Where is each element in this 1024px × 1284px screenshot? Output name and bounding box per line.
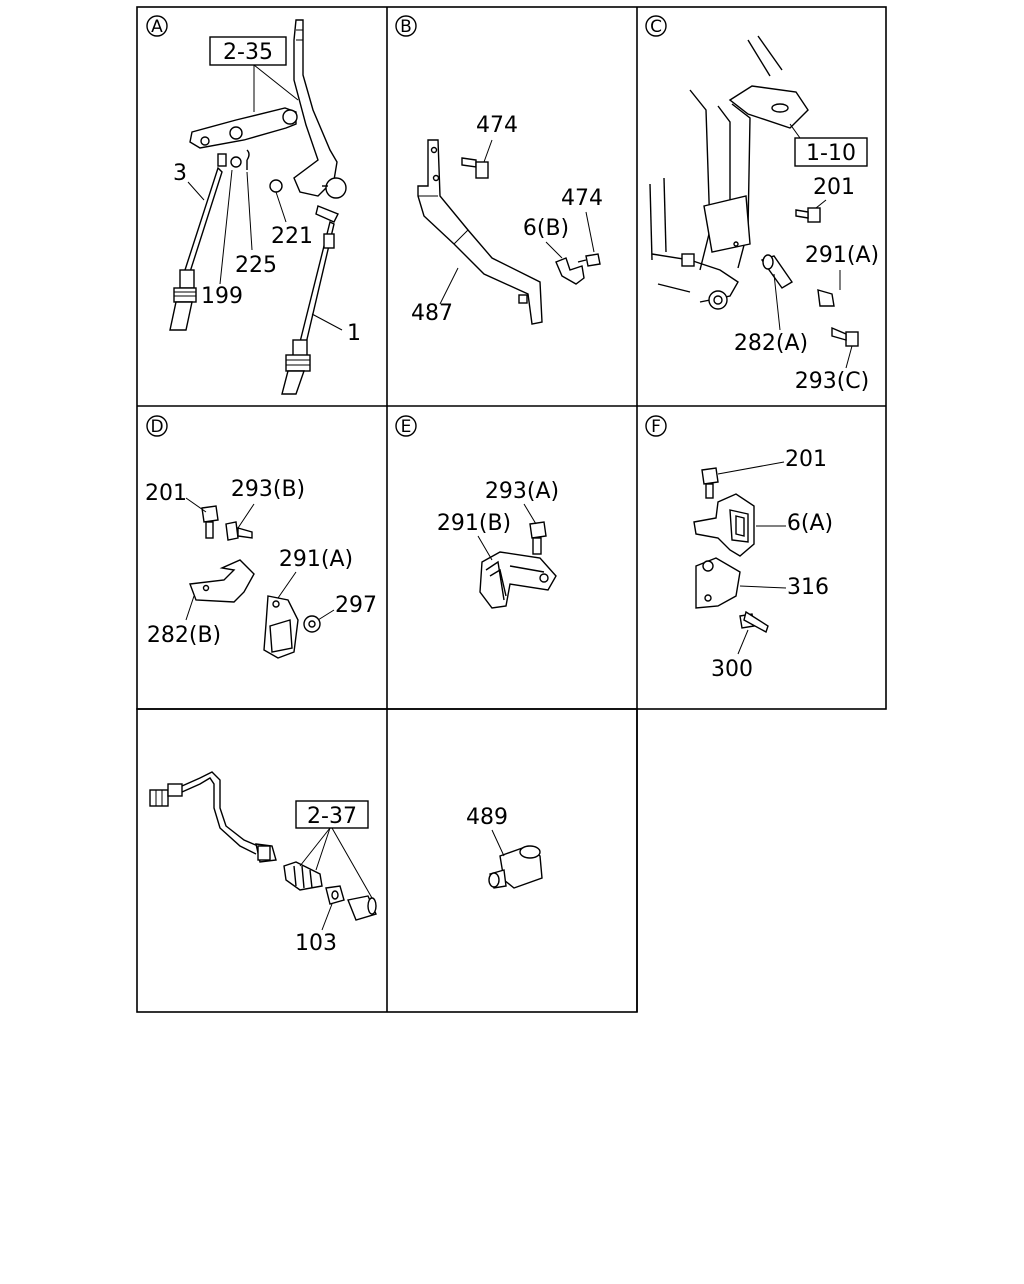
panel-e-callouts: 293(A) 291(B): [437, 479, 559, 561]
callout-293c: 293(C): [795, 369, 870, 394]
panel-c-drawing: [649, 35, 859, 347]
callout-316: 316: [787, 575, 829, 600]
callout-282a: 282(A): [734, 331, 808, 356]
panel-a-drawing: [169, 19, 347, 395]
callout-474-top: 474: [476, 113, 518, 138]
svg-text:A: A: [151, 17, 163, 37]
panel-letter-c: C: [645, 15, 667, 37]
svg-text:D: D: [150, 417, 163, 437]
panel-b-callouts: 474 474 6(B) 487: [411, 113, 603, 326]
callout-474-right: 474: [561, 186, 603, 211]
callout-291a-d: 291(A): [279, 547, 353, 572]
svg-text:F: F: [651, 417, 661, 437]
panel-d-drawing: [189, 505, 321, 659]
callout-487: 487: [411, 301, 453, 326]
callout-291b: 291(B): [437, 511, 511, 536]
panel-letter-f: F: [645, 415, 667, 437]
svg-text:C: C: [650, 17, 662, 37]
panel-h-callouts: 489: [466, 805, 508, 857]
panel-h-drawing: [488, 845, 543, 889]
callout-489: 489: [466, 805, 508, 830]
callout-199: 199: [201, 284, 243, 309]
panel-grid: [136, 6, 887, 1013]
panel-c-callouts: 1-10 201 291(A) 282(A) 293(C): [734, 123, 879, 394]
callout-ref-2-37: 2-37: [307, 804, 357, 829]
callout-293a: 293(A): [485, 479, 559, 504]
panel-b-drawing: [417, 139, 601, 325]
callout-1: 1: [347, 321, 361, 346]
panel-letter-a: A: [146, 15, 168, 37]
panel-letter-b: B: [395, 15, 417, 37]
callout-201-c: 201: [813, 175, 855, 200]
callout-ref-2-35: 2-35: [223, 40, 273, 65]
panel-e-drawing: [479, 521, 557, 609]
panel-letter-e: E: [395, 415, 417, 437]
callout-291a-c: 291(A): [805, 243, 879, 268]
svg-text:B: B: [400, 17, 412, 37]
callout-6a: 6(A): [787, 511, 833, 536]
panel-d-callouts: 201 293(B) 291(A) 297 282(B): [145, 477, 377, 648]
callout-ref-1-10: 1-10: [806, 141, 856, 166]
callout-282b: 282(B): [147, 623, 221, 648]
callout-201-d: 201: [145, 481, 187, 506]
callout-221: 221: [271, 224, 313, 249]
panel-f-drawing: [693, 467, 769, 634]
callout-293b: 293(B): [231, 477, 305, 502]
callout-225: 225: [235, 253, 277, 278]
panel-a-callouts: 2-35 3 199 225 221 1: [173, 36, 361, 346]
callout-297: 297: [335, 593, 377, 618]
callout-300: 300: [711, 657, 753, 682]
callout-201-f: 201: [785, 447, 827, 472]
callout-3: 3: [173, 161, 187, 186]
svg-text:E: E: [401, 417, 412, 437]
panel-f-callouts: 201 6(A) 316 300: [711, 447, 833, 682]
callout-103: 103: [295, 931, 337, 956]
panel-letter-d: D: [146, 415, 168, 437]
panel-g-callouts: 2-37 103: [295, 800, 373, 956]
panel-g-drawing: [149, 771, 377, 921]
callout-6b: 6(B): [523, 216, 569, 241]
